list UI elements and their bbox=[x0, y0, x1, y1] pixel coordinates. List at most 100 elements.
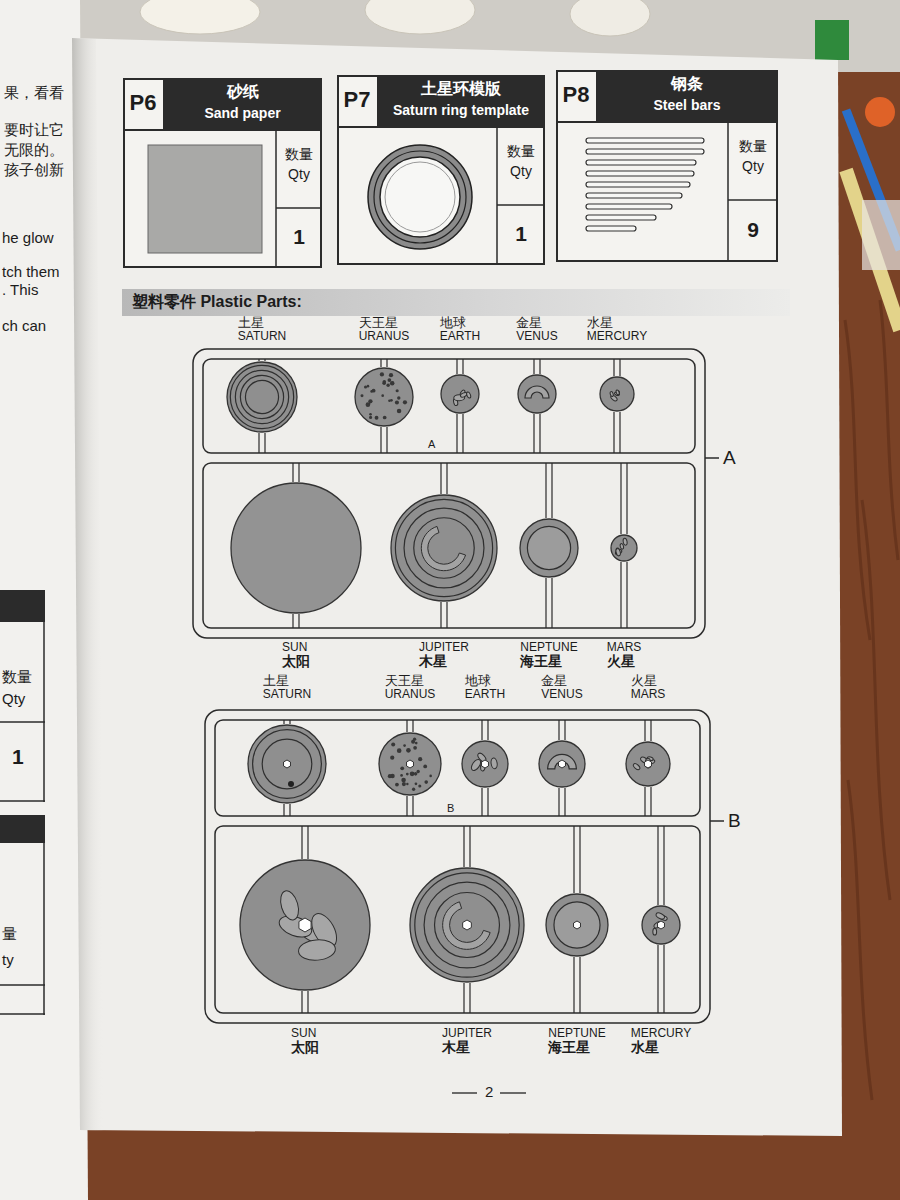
sprue-gate bbox=[663, 826, 664, 905]
sprue-inner bbox=[203, 359, 695, 453]
steel-bar bbox=[586, 171, 694, 176]
planet-part bbox=[545, 893, 609, 957]
sprue-gate bbox=[579, 826, 580, 893]
planet-disc bbox=[441, 375, 479, 413]
planet-name-en: MARS bbox=[631, 688, 666, 701]
sprue-gate bbox=[456, 414, 457, 453]
sprue-gate bbox=[289, 804, 290, 816]
sprue-letter: B bbox=[447, 802, 454, 815]
sprue-gate bbox=[463, 983, 464, 1013]
sprue-gate bbox=[406, 720, 407, 732]
qty-divider bbox=[0, 984, 45, 986]
planet-disc bbox=[410, 868, 524, 982]
sprue-gate bbox=[301, 826, 302, 859]
qty-divider bbox=[276, 207, 321, 209]
mount-hole bbox=[482, 760, 489, 768]
sprue-gate bbox=[462, 414, 463, 453]
sprue-inner bbox=[215, 720, 700, 816]
sprue-callout: B bbox=[728, 810, 741, 832]
mount-hole bbox=[574, 921, 581, 929]
planet-name-zh: 太阳 bbox=[291, 1040, 319, 1055]
sand-paper-sheet bbox=[148, 145, 262, 253]
sprue-gate bbox=[650, 787, 651, 816]
sprue-gate bbox=[440, 602, 441, 628]
planet-surface bbox=[453, 389, 472, 406]
planet-node: SUN太阳 bbox=[230, 482, 362, 614]
planet-name-zh: 地球 bbox=[440, 316, 480, 330]
planet-part bbox=[409, 867, 525, 983]
steel-bar bbox=[586, 182, 690, 187]
plastic-part bbox=[140, 0, 260, 34]
planet-disc bbox=[539, 741, 585, 787]
sprue-gate bbox=[386, 359, 387, 367]
planet-surface bbox=[610, 390, 620, 402]
part-name-en: Saturn ring template bbox=[377, 102, 545, 118]
qty-label: Qty bbox=[2, 690, 25, 707]
planet-node: 金星VENUS bbox=[517, 374, 557, 414]
card-border bbox=[557, 71, 777, 261]
planet-surface bbox=[653, 912, 668, 935]
planet-node: 水星MERCURY bbox=[599, 376, 635, 412]
sprue-gate bbox=[564, 788, 565, 816]
sprue-gate bbox=[298, 614, 299, 628]
sprue-gate bbox=[301, 991, 302, 1013]
sprue-gate bbox=[573, 826, 574, 893]
planet-part bbox=[230, 482, 362, 614]
mount-hole bbox=[284, 760, 291, 768]
plastic-part bbox=[365, 0, 475, 34]
sprue-node: AA土星SATURN天王星URANUS地球EARTH金星VENUS水星MERCU… bbox=[193, 349, 705, 638]
sprue-gate bbox=[292, 614, 293, 628]
planet-surface bbox=[632, 756, 655, 771]
card-node: P6砂纸Sand paper数量Qty1 bbox=[123, 78, 322, 268]
brush-handle bbox=[846, 170, 900, 330]
header-bar bbox=[0, 815, 45, 843]
sprue-gate bbox=[292, 463, 293, 482]
sprue-inner bbox=[203, 463, 695, 628]
qty-divider bbox=[497, 204, 544, 206]
qty-label-en: Qty bbox=[497, 163, 545, 179]
planet-name-en: MERCURY bbox=[631, 1027, 691, 1040]
cut-off-card-frame bbox=[0, 815, 45, 1015]
sprue-gate bbox=[626, 463, 627, 534]
card-border bbox=[43, 622, 45, 802]
planet-name-zh: 水星 bbox=[587, 316, 647, 330]
planet-part bbox=[599, 376, 635, 412]
planet-part bbox=[239, 859, 371, 991]
steel-bar bbox=[586, 193, 682, 198]
sprue-gate bbox=[412, 720, 413, 732]
sprue-gate bbox=[481, 788, 482, 816]
planet-name-zh: 地球 bbox=[465, 674, 505, 688]
sprue-gate bbox=[487, 720, 488, 740]
foam-ball bbox=[865, 97, 895, 127]
sprue-gate bbox=[481, 720, 482, 740]
planet-surface bbox=[548, 754, 577, 768]
planet-surface bbox=[615, 538, 628, 556]
planet-node: 火星MARS bbox=[625, 741, 671, 787]
qty-divider bbox=[275, 130, 277, 267]
header-bar bbox=[377, 76, 544, 127]
planet-node: MERCURY水星 bbox=[641, 905, 681, 945]
planet-surface bbox=[395, 499, 492, 596]
planet-name-zh: 天王星 bbox=[385, 674, 436, 688]
sprue-gate bbox=[298, 463, 299, 482]
card-border bbox=[338, 76, 544, 264]
planet-name-zh: 木星 bbox=[442, 1040, 492, 1055]
planet-name-zh: 火星 bbox=[607, 654, 642, 669]
sprue-gate bbox=[264, 359, 265, 361]
planet-disc bbox=[626, 742, 670, 786]
planet-surface bbox=[361, 372, 408, 419]
paint-pot bbox=[815, 20, 849, 60]
sprue-gate bbox=[650, 720, 651, 741]
planet-surface bbox=[276, 889, 341, 962]
planet-disc bbox=[379, 733, 441, 795]
sprue-node: BB土星SATURN天王星URANUS地球EARTH金星VENUS火星MARSS… bbox=[205, 710, 710, 1023]
cut-off-text: ch can bbox=[2, 317, 46, 334]
sprue-gate bbox=[283, 804, 284, 816]
sprue-gate bbox=[551, 578, 552, 628]
page-number: 2 bbox=[485, 1083, 493, 1100]
planet-name-en: MERCURY bbox=[587, 330, 647, 343]
sprue-letter: A bbox=[428, 438, 435, 451]
card-node: P8钢条Steel bars数量Qty9 bbox=[556, 70, 778, 262]
steel-bars bbox=[586, 138, 704, 231]
